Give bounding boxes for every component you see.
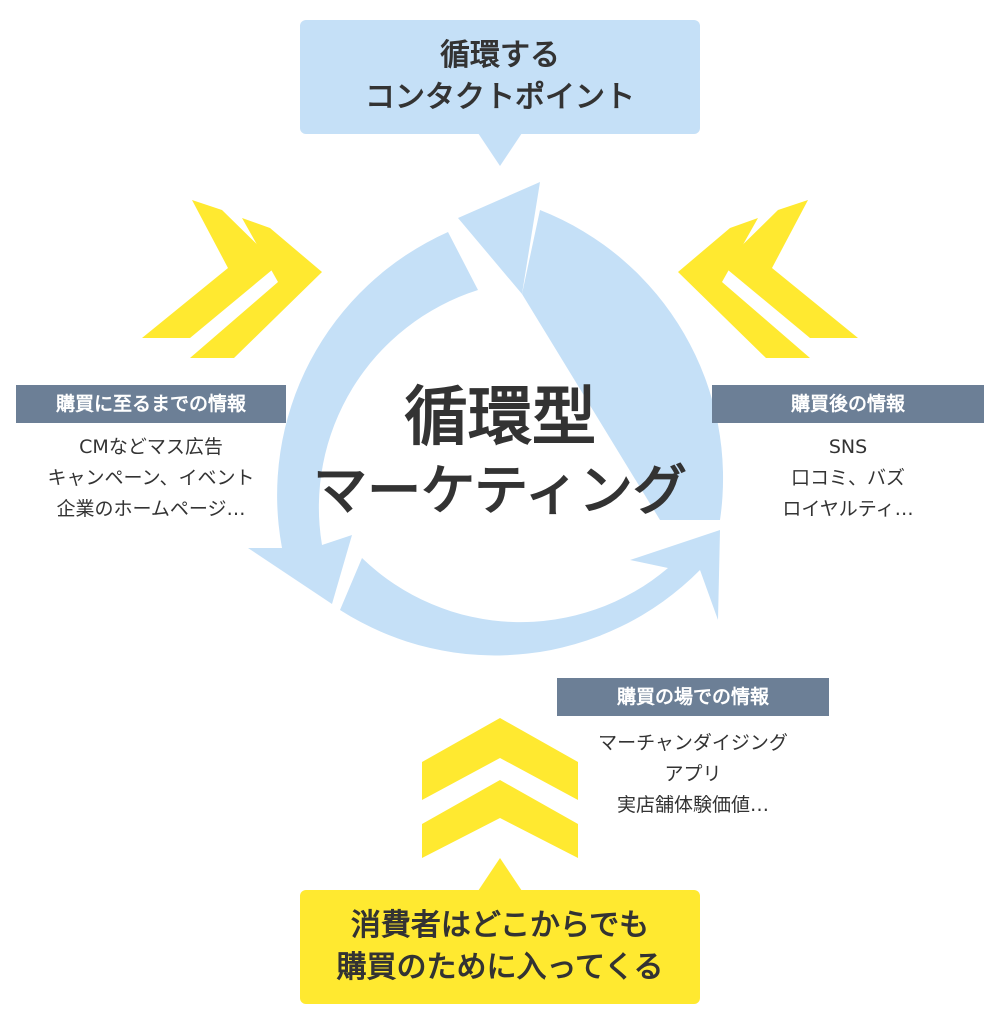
chevron-double-right-icon xyxy=(142,200,322,358)
cycle-arrow-segment-3 xyxy=(340,530,720,656)
cycle-arrow-segment-1 xyxy=(458,182,670,520)
center-title-line-1: 循環型 xyxy=(404,381,596,455)
list-item: アプリ xyxy=(664,763,722,785)
left-panel-list: CMなどマス広告 キャンペーン、イベント 企業のホームページ… xyxy=(10,432,292,525)
list-item: SNS xyxy=(828,436,868,458)
chevron-double-up-icon xyxy=(422,718,578,858)
consumer-entry-box: 消費者はどこからでも 購買のために入ってくる xyxy=(300,890,700,1004)
top-box-pointer xyxy=(478,133,522,166)
bottom-panel-label: 購買の場での情報 xyxy=(557,678,829,716)
bottom-panel-list: マーチャンダイジング アプリ 実店舗体験価値… xyxy=(557,728,829,821)
cycle-arrow-icon xyxy=(248,182,724,656)
consumer-entry-line-1: 消費者はどこからでも xyxy=(350,908,650,943)
cycle-arrow-segment-2 xyxy=(248,232,478,604)
right-panel-list: SNS 口コミ、バズ ロイヤルティ… xyxy=(712,432,984,525)
center-title: 循環型 マーケティング xyxy=(300,380,700,526)
cycle-arrow-segment-1-band xyxy=(522,210,724,520)
list-item: CMなどマス広告 xyxy=(79,436,223,458)
right-panel-label: 購買後の情報 xyxy=(712,385,984,423)
list-item: マーチャンダイジング xyxy=(598,732,788,754)
left-panel-label: 購買に至るまでの情報 xyxy=(16,385,286,423)
list-item: 企業のホームページ… xyxy=(56,498,246,520)
center-title-line-2: マーケティング xyxy=(313,459,687,522)
consumer-entry-line-2: 購買のために入ってくる xyxy=(336,950,664,985)
bottom-box-pointer xyxy=(478,858,522,891)
chevron-double-left-icon xyxy=(678,200,858,358)
contact-point-box: 循環する コンタクトポイント xyxy=(300,20,700,134)
contact-point-line-2: コンタクトポイント xyxy=(365,80,635,115)
list-item: キャンペーン、イベント xyxy=(47,467,255,489)
list-item: 口コミ、バズ xyxy=(790,467,905,489)
list-item: 実店舗体験価値… xyxy=(616,794,769,816)
contact-point-line-1: 循環する xyxy=(440,38,560,73)
list-item: ロイヤルティ… xyxy=(782,498,914,520)
